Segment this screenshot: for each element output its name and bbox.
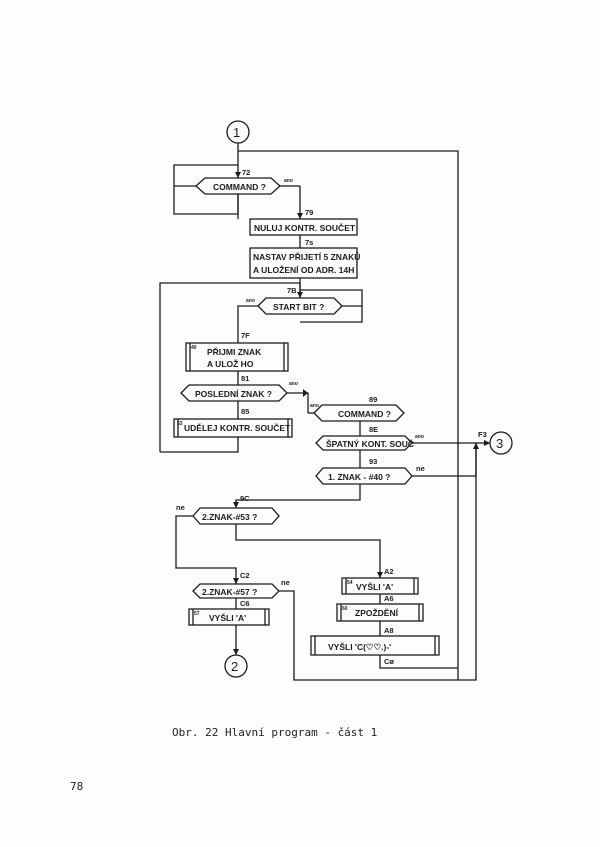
no-label-znak53: ne xyxy=(176,503,185,512)
prijmi-tag: 40 xyxy=(191,345,197,351)
page-number: 78 xyxy=(70,780,84,793)
no-label-znak1: ne xyxy=(416,464,425,473)
address-79: 79 xyxy=(305,208,313,217)
udelej-box xyxy=(173,418,293,438)
address-89: 89 xyxy=(369,395,377,404)
prijmi-box xyxy=(185,342,289,372)
nuluj-text: NULUJ KONTR. SOUČET xyxy=(254,222,356,233)
figure-caption: Obr. 22 Hlavní program - část 1 xyxy=(172,726,378,739)
address-7f: 7F xyxy=(241,331,250,340)
yes-label-spatny: ano xyxy=(415,434,424,440)
udelej-text: UDĚLEJ KONTR. SOUČET xyxy=(184,422,291,433)
vysli-c-box xyxy=(310,635,440,656)
address-a6: A6 xyxy=(384,594,394,603)
address-c2: C2 xyxy=(240,571,250,580)
yes-label-command1: ano xyxy=(284,178,293,184)
vysli-left-tag: 57 xyxy=(194,611,200,617)
prijmi-line1-text: PŘIJMI ZNAK xyxy=(207,346,262,357)
address-c0: Cø xyxy=(384,657,394,666)
znak2-53-text: 2.ZNAK-#53 ? xyxy=(202,512,257,522)
yes-label-posledni: ano xyxy=(289,381,298,387)
nuluj-box xyxy=(249,218,358,236)
address-a8: A8 xyxy=(384,626,394,635)
vysli-a-right-text: VYŠLI 'A' xyxy=(356,581,393,592)
prijmi-line2-text: A ULOŽ HO xyxy=(207,358,254,369)
start-bit-text: START BIT ? xyxy=(273,302,324,312)
vysli-right-tag: 54 xyxy=(347,580,353,586)
address-81: 81 xyxy=(241,374,249,383)
command-1-text: COMMAND ? xyxy=(213,182,266,192)
vysli-a-left-text: VYŠLI 'A' xyxy=(209,612,246,623)
address-7b: 7B xyxy=(287,286,297,295)
yes-label-command2: ano xyxy=(310,403,319,409)
yes-label-startbit: ano xyxy=(246,298,255,304)
command-2-text: COMMAND ? xyxy=(338,409,391,419)
nastav-box xyxy=(249,247,358,279)
address-93: 93 xyxy=(369,457,377,466)
address-a2: A2 xyxy=(384,567,394,576)
spatny-text: ŠPATNÝ KONT. SOUČ xyxy=(326,438,414,449)
vysli-a-left-box xyxy=(188,608,270,626)
command-decision-2 xyxy=(313,404,405,422)
znak2-53-decision xyxy=(192,507,280,525)
no-label-znak57: ne xyxy=(281,578,290,587)
address-9c: 9C xyxy=(240,494,250,503)
address-f3: F3 xyxy=(478,430,487,439)
address-7s: 7s xyxy=(305,238,313,247)
zpozdeni-text: ZPOŽDĚNÍ xyxy=(355,607,399,618)
znak2-57-text: 2.ZNAK-#57 ? xyxy=(202,587,257,597)
address-85: 85 xyxy=(241,407,249,416)
vysli-c-text: VYŠLI 'C(♡♡.)-' xyxy=(328,641,391,652)
connector-3-label: 3 xyxy=(496,436,503,451)
udelej-tag: 53 xyxy=(177,421,183,427)
nastav-line2-text: A ULOŽENÍ OD ADR. 14H xyxy=(253,264,354,275)
znak1-text: 1. ZNAK - #40 ? xyxy=(328,472,390,482)
zpozdeni-tag: 60 xyxy=(342,606,348,612)
connector-1-label: 1 xyxy=(233,125,240,140)
posledni-text: POSLEDNÍ ZNAK ? xyxy=(195,389,272,399)
connector-2-label: 2 xyxy=(231,659,238,674)
address-c6: C6 xyxy=(240,599,250,608)
address-72: 72 xyxy=(242,168,250,177)
address-8e: 8E xyxy=(369,425,378,434)
nastav-line1-text: NASTAV PŘIJETÍ 5 ZNAKŮ xyxy=(253,251,360,262)
